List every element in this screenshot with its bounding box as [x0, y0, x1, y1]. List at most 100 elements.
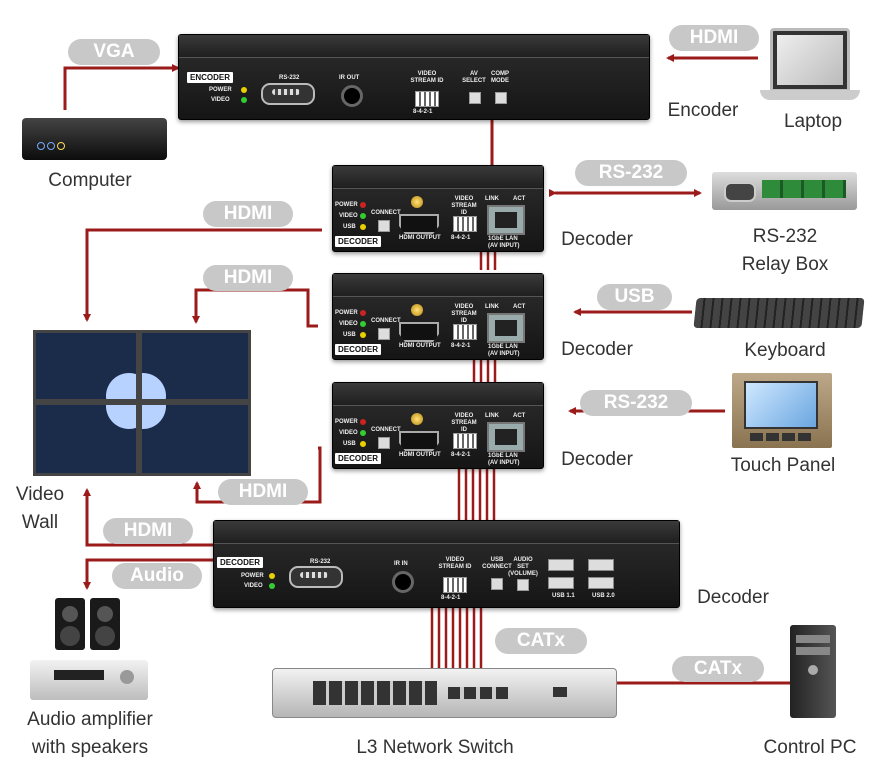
audio-set-button[interactable] — [517, 579, 529, 591]
power-label: POWER — [209, 87, 232, 93]
video-label: VIDEO — [244, 583, 263, 589]
hdmi-dec2-pill: HDMI — [203, 265, 293, 291]
catx-pc-pill: CATx — [672, 656, 764, 682]
hdmi-dec4-pill: HDMI — [103, 518, 193, 544]
rs232-relay-pill: RS-232 — [575, 160, 687, 186]
decoder3-device: POWER VIDEO USB CONNECT HDMI OUTPUT VIDE… — [332, 382, 544, 469]
ir-in-jack-icon — [392, 571, 414, 593]
hdmi-laptop-pill: HDMI — [669, 25, 759, 51]
catx-switch-pill: CATx — [495, 628, 587, 654]
vga-link — [63, 64, 180, 110]
relay-box-label-2: Relay Box — [741, 254, 829, 275]
lan-port-icon — [487, 205, 525, 235]
usb-connect-label: USB CONNECT — [482, 557, 512, 570]
dip-switch-icon — [453, 216, 477, 232]
hdmi-dec2-link — [192, 288, 318, 328]
video-led-icon — [241, 97, 247, 103]
rs232-port-icon — [261, 83, 315, 105]
stream-id-label: VIDEO STREAM ID — [451, 413, 477, 433]
link-label: LINK — [485, 196, 499, 202]
dip-switch-icon — [453, 433, 477, 449]
video-wall-label-2: Wall — [21, 512, 59, 533]
keyboard-icon — [693, 298, 865, 328]
hdmi-dec1-link — [83, 228, 322, 322]
decoder-tag: DECODER — [335, 344, 382, 355]
av-input-label: (AV INPUT) — [488, 460, 520, 466]
comp-mode-label: COMP MODE — [491, 71, 509, 84]
video-led-icon — [360, 321, 366, 327]
connect-label: CONNECT — [371, 427, 401, 433]
touch-panel-label: Touch Panel — [730, 455, 836, 476]
hdmi-dec3-link — [193, 446, 322, 504]
dip-code-label: 8-4-2-1 — [413, 109, 433, 115]
keyboard-label: Keyboard — [744, 340, 826, 361]
laptop-icon — [760, 28, 860, 106]
audio-set-label: AUDIO SET — [513, 557, 533, 570]
computer-icon — [22, 118, 167, 160]
audio-label-2: with speakers — [31, 737, 149, 758]
audio-pill: Audio — [112, 563, 202, 589]
hdmi-output-port-icon — [399, 214, 439, 234]
connect-label: CONNECT — [371, 210, 401, 216]
usb11-port-icon-1 — [548, 559, 574, 571]
av-select-button[interactable] — [469, 92, 481, 104]
control-pc-icon — [790, 625, 836, 718]
vga-pill: VGA — [68, 39, 160, 65]
act-label: ACT — [513, 304, 526, 310]
hdmi-output-label: HDMI OUTPUT — [399, 343, 441, 349]
stream-id-label: VIDEO STREAM ID — [451, 196, 477, 216]
rs232-port-icon — [289, 566, 343, 588]
power-led-icon — [360, 310, 366, 316]
video-label: VIDEO — [339, 213, 358, 219]
audio-volume-label: (VOLUME) — [508, 571, 538, 577]
wall-screen-1 — [33, 330, 139, 402]
ir-out-jack-icon — [341, 85, 363, 107]
av-select-label: AV SELECT — [462, 71, 486, 84]
usb-connect-button[interactable] — [491, 578, 503, 590]
dip-switch-icon — [453, 324, 477, 340]
power-label: POWER — [241, 573, 264, 579]
rs232-label: RS-232 — [310, 559, 331, 565]
decoder4-tag: DECODER — [217, 557, 264, 568]
connect-button[interactable] — [378, 220, 390, 232]
decoder2-label: Decoder — [561, 339, 633, 360]
comp-mode-button[interactable] — [495, 92, 507, 104]
lan-port-icon — [487, 313, 525, 343]
computer-label: Computer — [48, 170, 132, 191]
power-label: POWER — [335, 202, 358, 208]
link-label: LINK — [485, 304, 499, 310]
usb11-port-icon-2 — [548, 577, 574, 589]
power-led-icon — [241, 87, 247, 93]
av-input-label: (AV INPUT) — [488, 243, 520, 249]
act-label: ACT — [513, 413, 526, 419]
usb-led-icon — [360, 224, 366, 230]
audio-link — [83, 558, 213, 590]
hdmi-output-port-icon — [399, 431, 439, 451]
usb20-label: USB 2.0 — [592, 593, 615, 599]
dip-code-label: 8-4-2-1 — [451, 452, 471, 458]
lan-port-icon — [487, 422, 525, 452]
video-led-icon — [360, 430, 366, 436]
decoder2-device: POWER VIDEO USB CONNECT HDMI OUTPUT VIDE… — [332, 273, 544, 360]
speaker-right-icon — [90, 598, 120, 650]
video-led-icon — [360, 213, 366, 219]
decoder1-label: Decoder — [561, 229, 633, 250]
encoder-label: Encoder — [667, 100, 739, 121]
switch-label: L3 Network Switch — [356, 737, 514, 758]
connect-button[interactable] — [378, 328, 390, 340]
rs232-touch-pill: RS-232 — [580, 390, 692, 416]
connect-button[interactable] — [378, 437, 390, 449]
amplifier-icon — [30, 660, 148, 700]
hdmi-output-port-icon — [399, 322, 439, 342]
gold-screw-icon — [411, 413, 423, 425]
hdmi-dec4-link — [83, 488, 213, 547]
usb-label: USB — [343, 332, 356, 338]
dip-code-label: 8-4-2-1 — [451, 343, 471, 349]
wall-screen-2 — [139, 330, 251, 402]
power-led-icon — [360, 419, 366, 425]
lan-label: 1GbE LAN — [488, 344, 518, 350]
lan-label: 1GbE LAN — [488, 453, 518, 459]
dip-code-label: 8-4-2-1 — [441, 595, 461, 601]
wall-screen-3 — [33, 402, 139, 476]
decoder-tag: DECODER — [335, 453, 382, 464]
